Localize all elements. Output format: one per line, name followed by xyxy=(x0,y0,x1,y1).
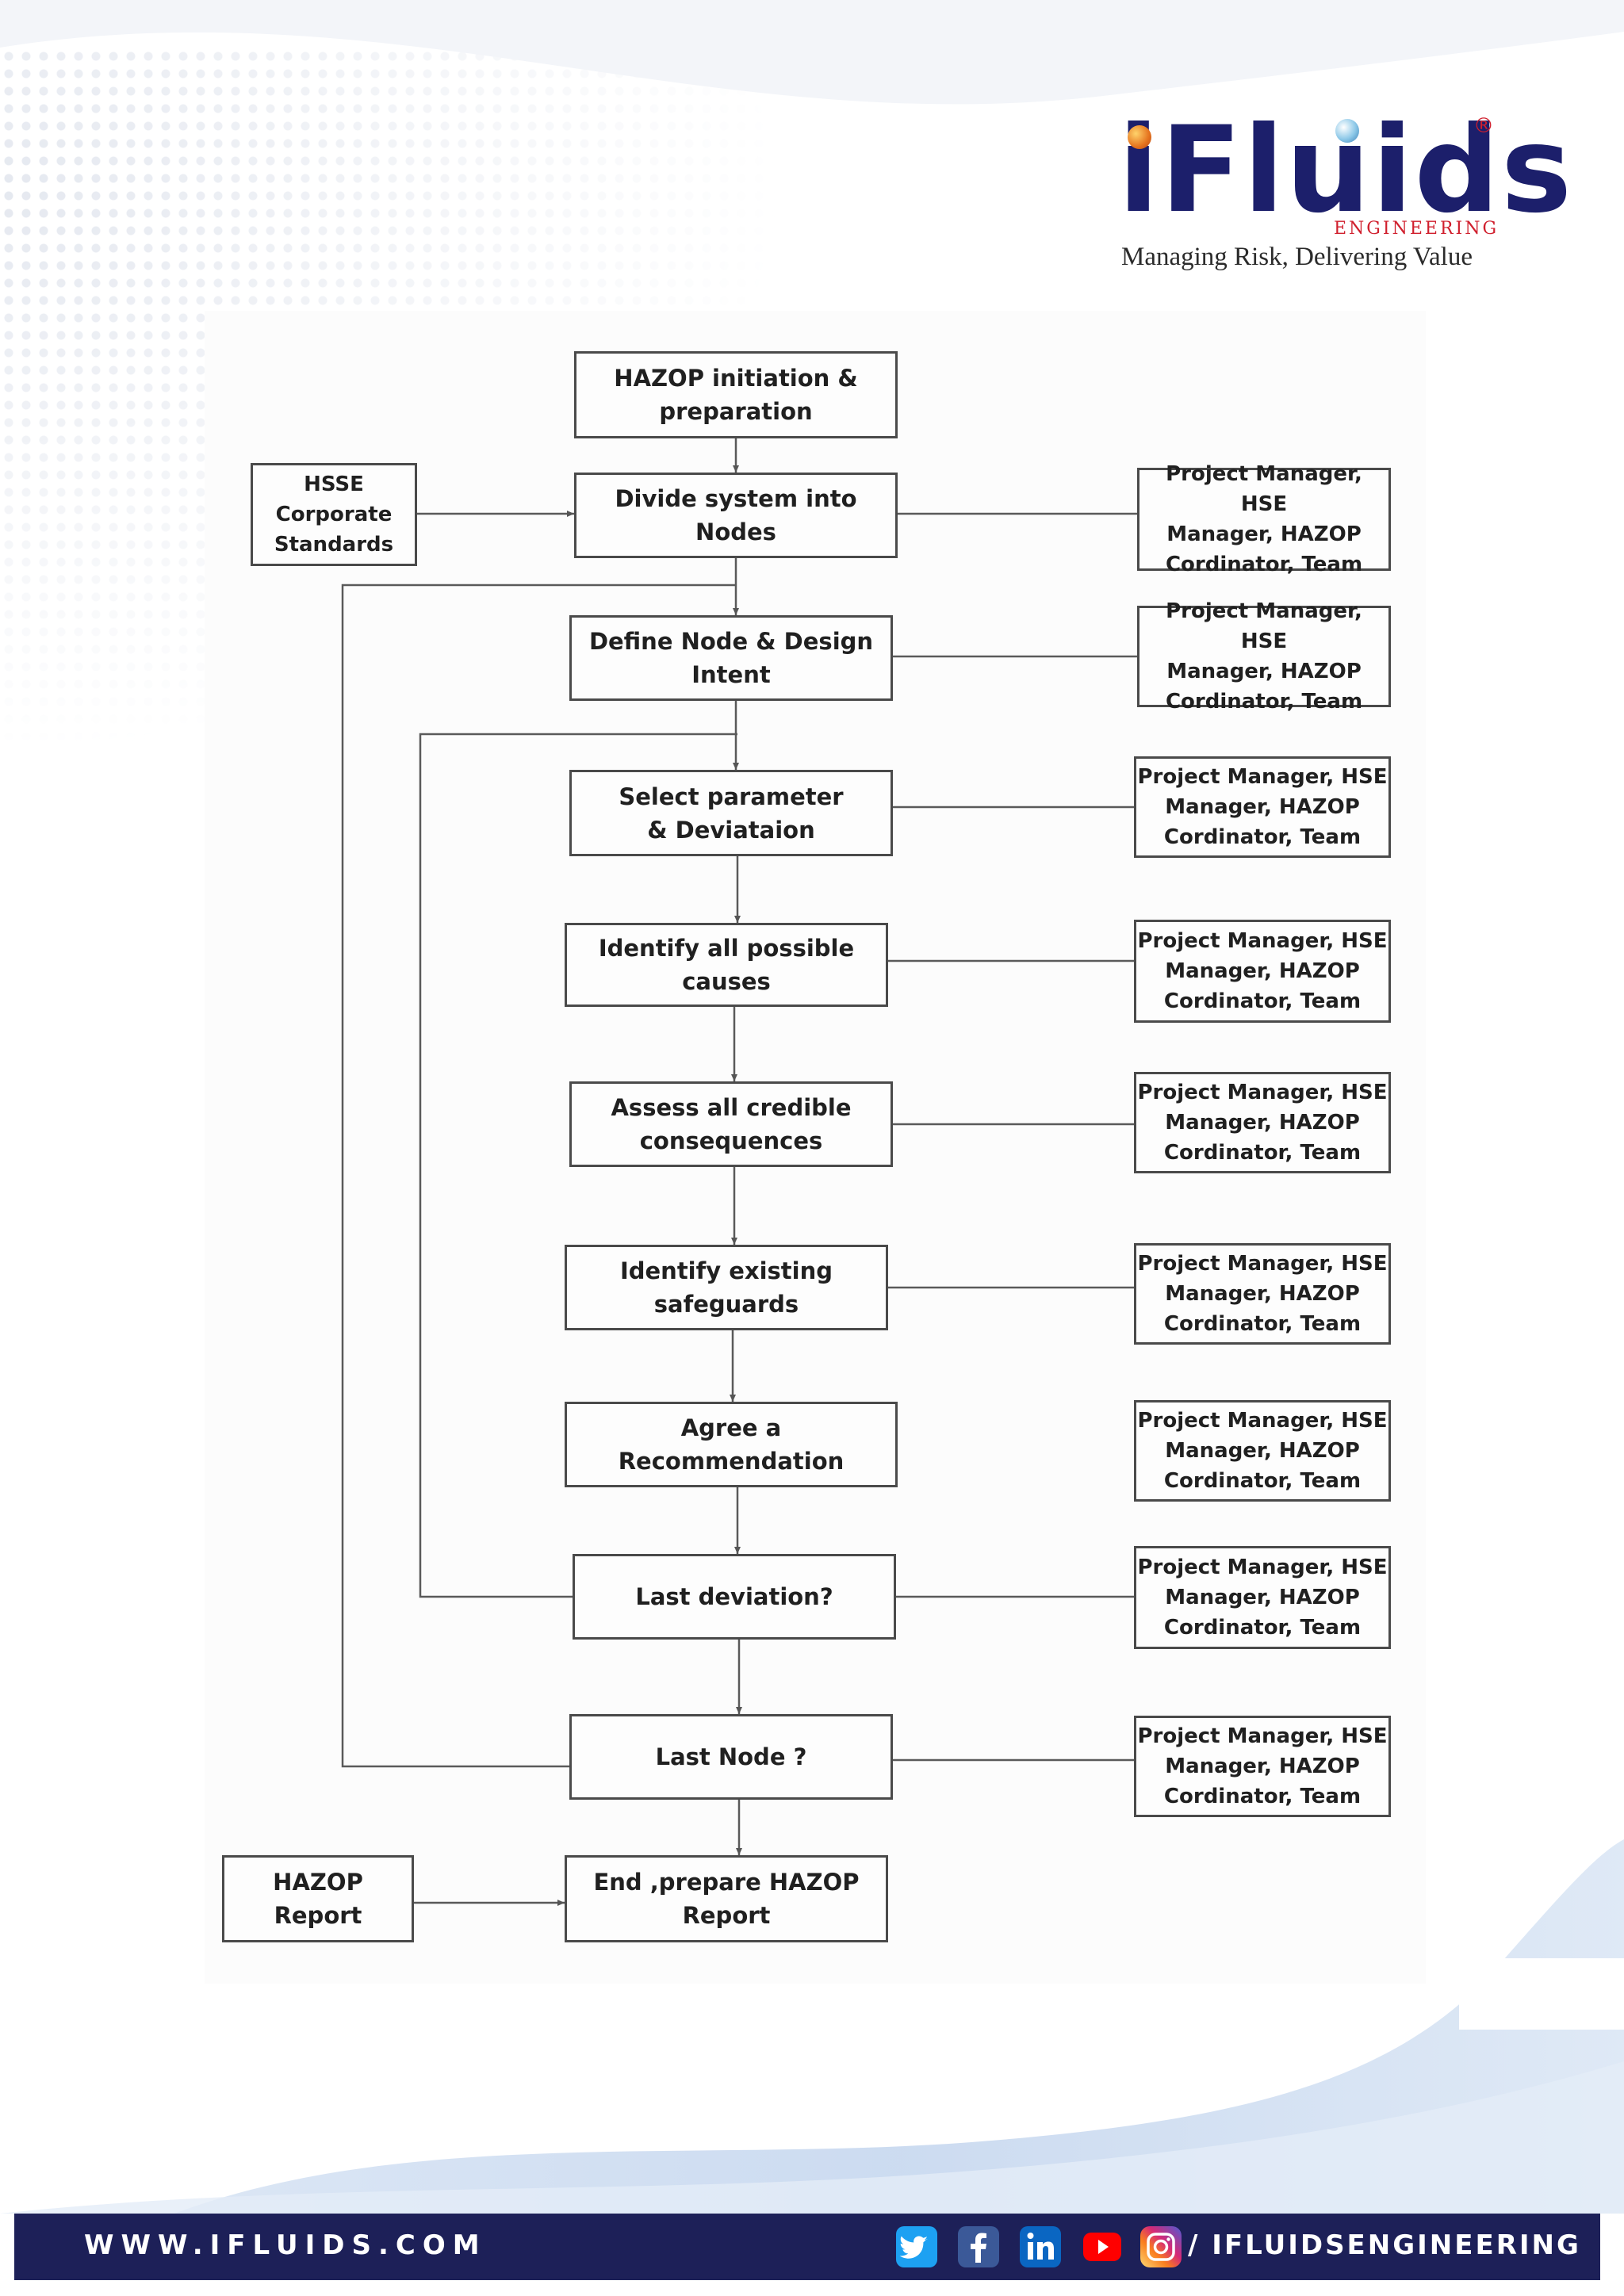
website-link[interactable]: WWW.IFLUIDS.COM xyxy=(84,2229,487,2261)
registered-mark: ® xyxy=(1473,114,1494,138)
top-wave-decoration xyxy=(0,0,1624,105)
linkedin-icon[interactable] xyxy=(1018,2225,1063,2269)
step-identify-safeguards: Identify existing safeguards xyxy=(565,1245,888,1330)
step-define-node: Define Node & Design Intent xyxy=(569,615,893,701)
instagram-icon[interactable] xyxy=(1139,2225,1183,2269)
step-agree-recommendation: Agree a Recommendation xyxy=(565,1402,898,1487)
responsible-box: Project Manager, HSE Manager, HAZOP Cord… xyxy=(1134,1716,1391,1817)
decision-last-node: Last Node ? xyxy=(569,1714,893,1800)
logo-tagline: Managing Risk, Delivering Value xyxy=(1121,243,1473,271)
responsible-box: Project Manager, HSE Manager, HAZOP Cord… xyxy=(1137,462,1391,576)
logo-division: ENGINEERING xyxy=(1334,219,1500,239)
input-hazop-report: HAZOP Report xyxy=(222,1855,414,1942)
footer-bar: WWW.IFLUIDS.COM / IFLUIDSENGINEERING xyxy=(14,2214,1600,2280)
logo-dot-blue xyxy=(1335,119,1359,143)
twitter-icon[interactable] xyxy=(894,2225,939,2269)
step-end-prepare-report: End ,prepare HAZOP Report xyxy=(565,1855,888,1942)
input-hsse-standards: HSSE Corporate Standards xyxy=(251,463,417,566)
social-handle[interactable]: / IFLUIDSENGINEERING xyxy=(1188,2229,1581,2261)
decision-last-deviation: Last deviation? xyxy=(573,1554,896,1640)
responsible-box: Project Manager, HSE Manager, HAZOP Cord… xyxy=(1134,920,1391,1023)
responsible-box: Project Manager, HSE Manager, HAZOP Cord… xyxy=(1134,1400,1391,1502)
responsible-box: Project Manager, HSE Manager, HAZOP Cord… xyxy=(1134,1072,1391,1173)
responsible-box: Project Manager, HSE Manager, HAZOP Cord… xyxy=(1134,1243,1391,1345)
logo-dot-red xyxy=(1128,125,1151,149)
youtube-icon[interactable] xyxy=(1080,2225,1124,2269)
step-divide-nodes: Divide system into Nodes xyxy=(574,473,898,558)
responsible-box: Project Manager, HSE Manager, HAZOP Cord… xyxy=(1137,599,1391,714)
facebook-icon[interactable] xyxy=(956,2225,1001,2269)
responsible-box: Project Manager, HSE Manager, HAZOP Cord… xyxy=(1134,756,1391,858)
bottom-wave-decoration xyxy=(0,1839,1624,2214)
ifluids-logo: iFluids ® ENGINEERING Managing Risk, Del… xyxy=(1118,111,1572,277)
step-hazop-initiation: HAZOP initiation & preparation xyxy=(574,351,898,438)
step-assess-consequences: Assess all credible consequences xyxy=(569,1081,893,1167)
step-identify-causes: Identify all possible causes xyxy=(565,923,888,1007)
responsible-box: Project Manager, HSE Manager, HAZOP Cord… xyxy=(1134,1546,1391,1649)
step-select-parameter: Select parameter & Deviataion xyxy=(569,770,893,856)
